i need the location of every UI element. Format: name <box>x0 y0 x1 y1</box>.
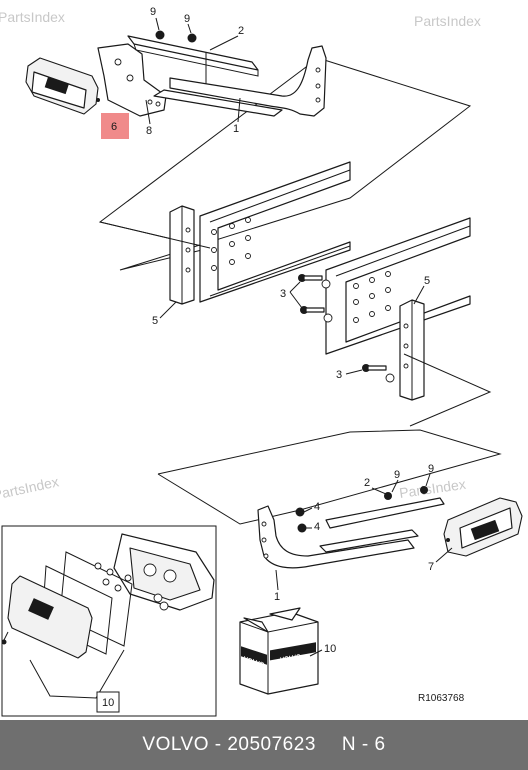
bottom-right-assembly: 4 4 2 9 9 1 7 <box>157 429 523 603</box>
projection-lines-bottom <box>157 429 502 525</box>
channel-part-5-left <box>169 205 195 305</box>
callout-1-top: 1 <box>233 123 239 135</box>
callout-5-right: 5 <box>424 275 430 287</box>
callout-4b: 4 <box>314 521 320 533</box>
kit-inset: 10 <box>1 525 217 717</box>
frame-holes-right <box>353 271 391 323</box>
nut-part-4a <box>295 507 305 517</box>
kit-lens <box>1 575 93 659</box>
footer-part-number: VOLVO - 20507623 <box>142 734 316 755</box>
lamp-part-7 <box>443 497 523 557</box>
callout-5-left: 5 <box>152 315 158 327</box>
lamp-part-6 <box>25 57 100 115</box>
drawing-reference: R1063768 <box>418 693 465 704</box>
nut-part-4b <box>297 523 307 533</box>
callout-10-kit: 10 <box>102 697 114 709</box>
highlight-part-6 <box>101 113 129 139</box>
chassis-frame: 5 5 3 3 <box>99 161 492 427</box>
kit-callout-box <box>96 691 120 713</box>
kit-box-part-10: VOLVO VOLVO 10 <box>239 607 336 695</box>
watermark-top-left: PartsIndex <box>0 9 65 25</box>
strip-part-2-bottom <box>325 497 445 529</box>
bolt-part-3a <box>298 274 331 289</box>
parts-diagram: PartsIndex PartsIndex PartsIndex PartsIn… <box>0 6 523 717</box>
kit-screws <box>94 562 169 611</box>
frame-holes-left <box>211 217 251 271</box>
callout-3a: 3 <box>280 288 286 300</box>
callout-2-bottom: 2 <box>364 477 370 489</box>
nut-part-9a <box>155 30 165 40</box>
callout-4a: 4 <box>314 501 320 513</box>
callout-9d: 9 <box>428 463 434 475</box>
channel-part-5-right <box>399 299 425 401</box>
callout-8: 8 <box>146 125 152 137</box>
footer-position: N - 6 <box>341 734 386 755</box>
strip-part-2 <box>127 35 259 77</box>
bracket-part-1-bottom <box>257 505 419 569</box>
callout-2-top: 2 <box>238 25 244 37</box>
callout-3b: 3 <box>336 369 342 381</box>
bracket-part-1-top <box>153 45 327 117</box>
nut-part-9b <box>187 33 197 43</box>
callout-9b: 9 <box>184 13 190 25</box>
top-assembly: 9 9 2 6 8 1 <box>25 6 472 271</box>
callout-7: 7 <box>428 561 434 573</box>
callout-10-box: 10 <box>324 643 336 655</box>
kit-box-logo-right: VOLVO <box>280 654 301 664</box>
bracket-part-8 <box>97 43 167 117</box>
callout-6: 6 <box>111 121 117 133</box>
nut-part-9d <box>420 486 428 494</box>
footer-bar: VOLVO - 20507623 N - 6 <box>0 720 528 770</box>
callout-9a: 9 <box>150 6 156 18</box>
kit-lamp-housing <box>113 533 215 611</box>
watermark-top-right: PartsIndex <box>414 13 481 29</box>
bolt-part-3c <box>362 364 395 383</box>
watermark-mid-left: PartsIndex <box>0 473 60 503</box>
callout-1-bottom: 1 <box>274 591 280 603</box>
callout-9c: 9 <box>394 469 400 481</box>
